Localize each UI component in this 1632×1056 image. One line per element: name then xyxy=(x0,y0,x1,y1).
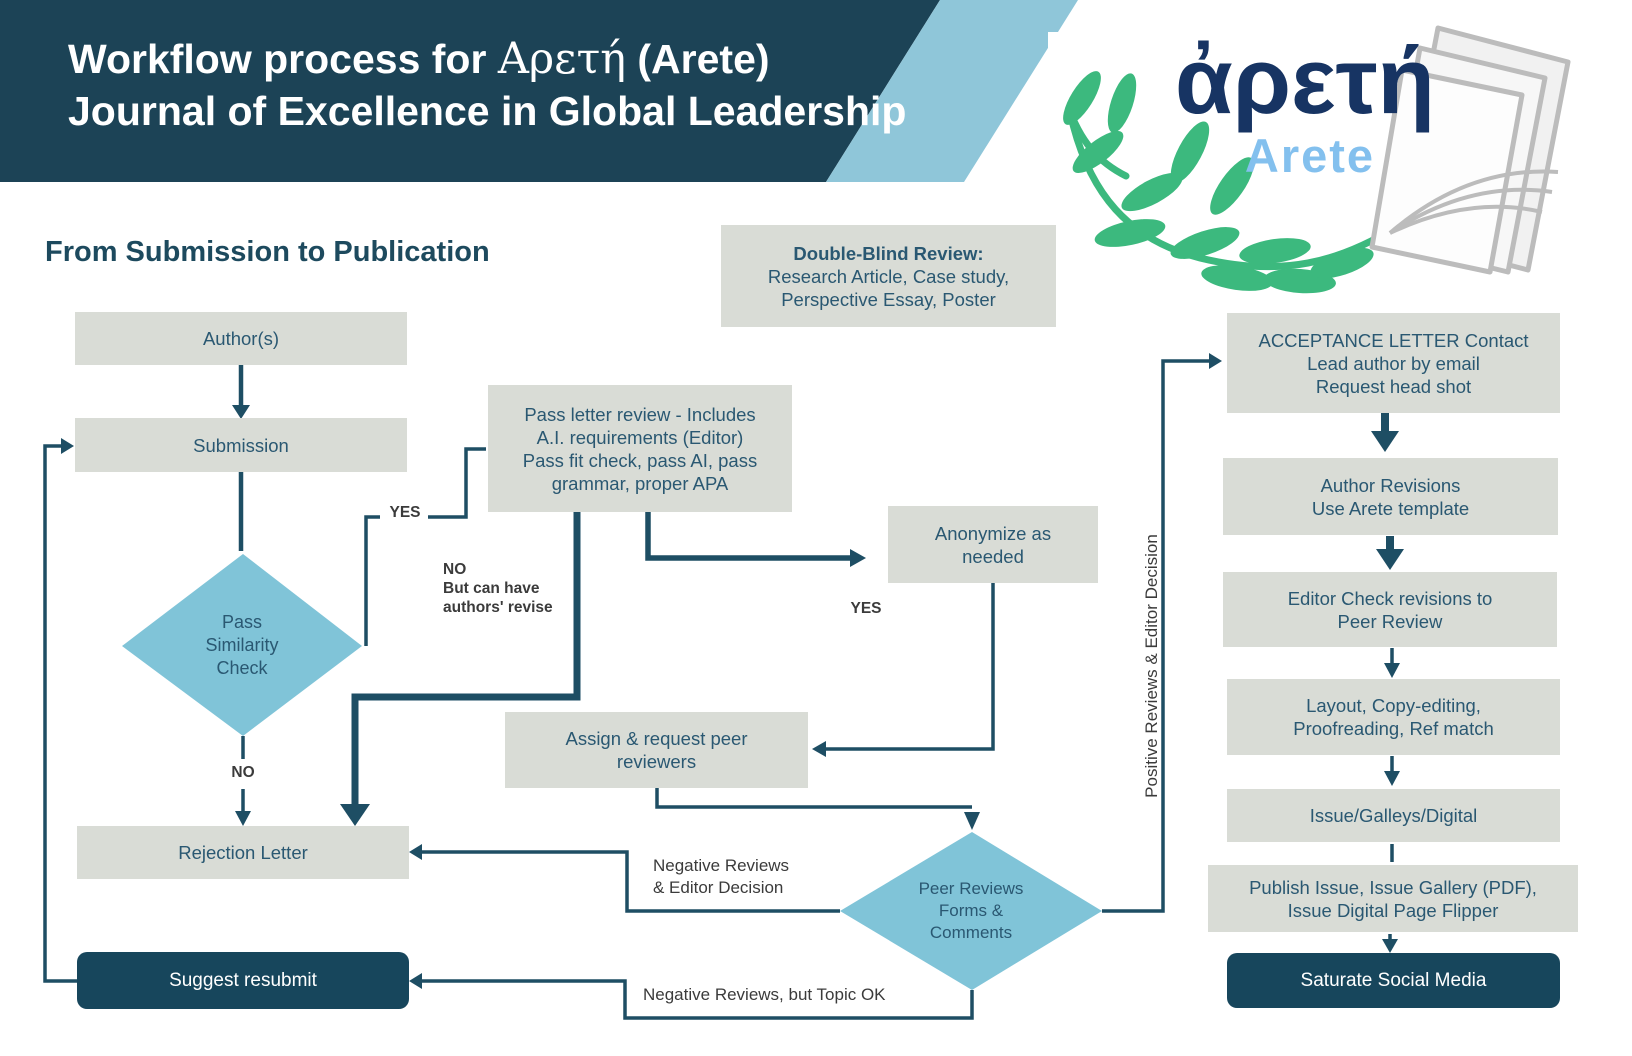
node-pass-letter-review: Pass letter review - Includes A.I. requi… xyxy=(488,385,792,512)
node-suggest-resubmit: Suggest resubmit xyxy=(77,952,409,1009)
title-line-1: Workflow process for Αρετή (Arete) xyxy=(68,34,770,84)
peer-reviews-label: Peer Reviews Forms & Comments xyxy=(918,879,1024,942)
node-saturate-social: Saturate Social Media xyxy=(1227,953,1560,1008)
node-authors: Author(s) xyxy=(75,312,407,365)
node-submission: Submission xyxy=(75,418,407,472)
label-negative-editor: Negative Reviews & Editor Decision xyxy=(653,856,790,897)
node-rejection-letter: Rejection Letter xyxy=(77,826,409,879)
label-positive-editor: Positive Reviews & Editor Decision xyxy=(1142,534,1161,798)
node-acceptance-letter: ACCEPTANCE LETTER Contact Lead author by… xyxy=(1227,313,1560,413)
label-no-but-revise: NO But can have authors' revise xyxy=(443,561,553,616)
peer-reviews-diamond xyxy=(840,832,1102,990)
label-no-similarity: NO xyxy=(231,764,255,781)
label-negative-topic: Negative Reviews, but Topic OK xyxy=(643,985,886,1004)
node-issue-galleys: Issue/Galleys/Digital xyxy=(1227,789,1560,842)
node-editor-check: Editor Check revisions to Peer Review xyxy=(1223,572,1557,647)
olive-leaves xyxy=(1063,71,1374,294)
node-assign-reviewers: Assign & request peer reviewers xyxy=(505,712,808,788)
logo-greek-wordmark: ἀρετή xyxy=(1175,28,1435,133)
node-layout-copyedit: Layout, Copy-editing, Proofreading, Ref … xyxy=(1227,679,1560,755)
label-yes-similarity: YES xyxy=(389,504,421,521)
flow-connectors xyxy=(43,353,1404,1020)
node-double-blind-review: Double-Blind Review: Research Article, C… xyxy=(721,225,1056,327)
similarity-check-diamond xyxy=(122,554,362,736)
page-title: Workflow process for Αρετή (Arete) Journ… xyxy=(68,33,906,137)
header-banner xyxy=(0,0,940,182)
diagram-subtitle: From Submission to Publication xyxy=(45,236,490,268)
header-diagonal-band xyxy=(826,0,1078,182)
logo-latin-wordmark: Arete xyxy=(1244,129,1376,182)
label-yes-anonymize: YES xyxy=(850,600,882,617)
title-greek-word: Αρετή xyxy=(497,34,626,84)
book-icon xyxy=(1369,25,1571,275)
node-anonymize: Anonymize as needed xyxy=(888,506,1098,583)
node-publish-issue: Publish Issue, Issue Gallery (PDF), Issu… xyxy=(1208,865,1578,932)
title-line-2: Journal of Excellence in Global Leadersh… xyxy=(68,88,907,134)
similarity-check-label: Pass Similarity Check xyxy=(205,612,279,678)
node-author-revisions: Author Revisions Use Arete template xyxy=(1223,458,1558,535)
